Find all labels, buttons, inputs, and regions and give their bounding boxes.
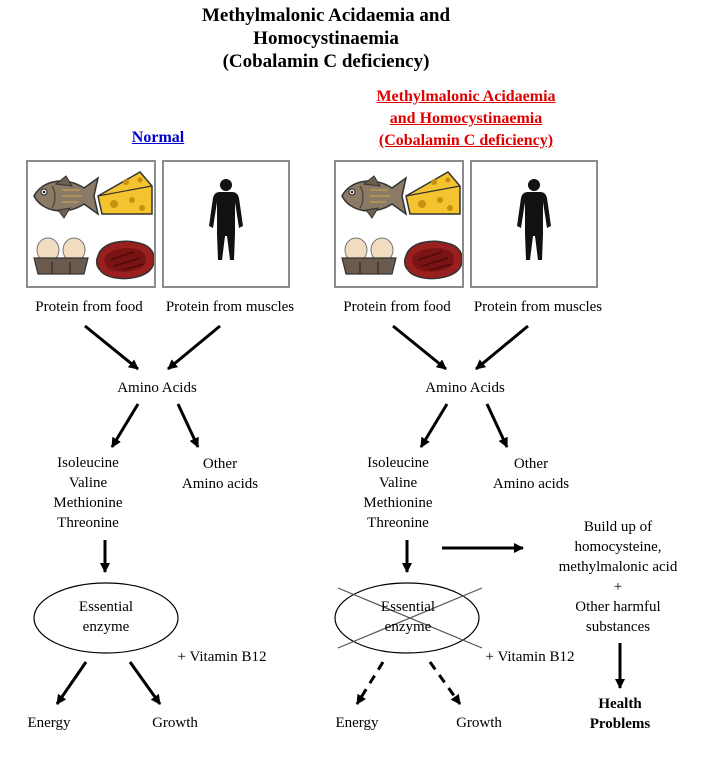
normal-food-image <box>26 160 156 288</box>
amino-threonine: Threonine <box>367 515 429 531</box>
other-amino-line1: Other <box>513 456 549 472</box>
deficient-food-image <box>334 160 464 288</box>
normal-enzyme-label: Essential enzyme <box>56 597 156 637</box>
buildup-label: Build up of homocysteine, methylmalonic … <box>540 517 696 637</box>
amino-threonine: Threonine <box>57 515 119 531</box>
amino-valine: Valine <box>378 475 418 491</box>
deficient-food-label: Protein from food <box>343 299 451 315</box>
arrow-amino-to-list-deficient <box>419 403 449 448</box>
arrow-food-to-amino-deficient <box>392 324 447 371</box>
normal-muscle-label: Protein from muscles <box>165 299 295 315</box>
health-problems-label: Health Problems <box>570 694 670 734</box>
main-title: Methylmalonic Acidaemia and Homocystinae… <box>0 4 652 73</box>
enzyme-line2: enzyme <box>384 619 432 635</box>
arrow-enzyme-to-growth-normal <box>128 661 162 705</box>
deficient-growth-label: Growth <box>456 715 502 731</box>
other-amino-line2: Amino acids <box>181 476 259 492</box>
normal-food-label: Protein from food <box>35 299 143 315</box>
normal-heading: Normal <box>131 129 185 146</box>
normal-growth-label: Growth <box>152 715 198 731</box>
amino-valine: Valine <box>68 475 108 491</box>
amino-isoleucine: Isoleucine <box>367 455 429 471</box>
deficient-heading-line2: and Homocystinaemia <box>389 110 543 127</box>
enzyme-cross-line-2 <box>337 587 483 649</box>
deficient-vitamin-label: + Vitamin B12 <box>485 649 575 665</box>
buildup-line2: homocysteine, <box>574 539 662 555</box>
deficient-energy-label: Energy <box>335 715 379 731</box>
buildup-line5: Other harmful <box>575 599 661 615</box>
other-amino-line2: Amino acids <box>492 476 570 492</box>
normal-amino-list: Isoleucine Valine Methionine Threonine <box>40 453 136 533</box>
deficient-enzyme-label: Essential enzyme <box>358 597 458 637</box>
normal-vitamin-label: + Vitamin B12 <box>177 649 267 665</box>
buildup-line1: Build up of <box>583 519 653 535</box>
arrow-amino-to-other-deficient <box>485 403 509 448</box>
amino-isoleucine: Isoleucine <box>57 455 119 471</box>
deficient-muscle-image <box>470 160 598 288</box>
health-line1: Health <box>598 696 642 712</box>
enzyme-line1: Essential <box>380 599 436 615</box>
arrow-amino-to-list-normal <box>110 403 140 448</box>
deficient-heading: Methylmalonic Acidaemia and Homocystinae… <box>330 86 602 152</box>
arrow-food-to-amino-normal <box>84 324 139 371</box>
main-title-line3: (Cobalamin C deficiency) <box>222 51 430 72</box>
enzyme-ellipse-normal <box>33 582 179 654</box>
deficient-amino-acids: Amino Acids <box>425 380 505 396</box>
arrow-amino-to-other-normal <box>176 403 200 448</box>
arrow-muscle-to-amino-normal <box>167 324 221 371</box>
normal-energy-label: Energy <box>27 715 71 731</box>
normal-other-amino: Other Amino acids <box>170 454 270 494</box>
normal-muscle-image <box>162 160 290 288</box>
normal-amino-acids: Amino Acids <box>117 380 197 396</box>
deficient-other-amino: Other Amino acids <box>481 454 581 494</box>
buildup-line3: methylmalonic acid <box>558 559 678 575</box>
health-line2: Problems <box>589 716 651 732</box>
deficient-muscle-label: Protein from muscles <box>473 299 603 315</box>
buildup-line6: substances <box>585 619 651 635</box>
enzyme-ellipse-deficient <box>334 582 480 654</box>
main-title-line1: Methylmalonic Acidaemia and <box>201 5 451 26</box>
deficient-heading-line3: (Cobalamin C deficiency) <box>378 132 554 149</box>
enzyme-line2: enzyme <box>82 619 130 635</box>
buildup-line4: + <box>613 579 623 595</box>
enzyme-line1: Essential <box>78 599 134 615</box>
dashed-arrow-enzyme-to-energy <box>355 661 385 705</box>
deficient-amino-list: Isoleucine Valine Methionine Threonine <box>350 453 446 533</box>
amino-methionine: Methionine <box>53 495 123 511</box>
main-title-line2: Homocystinaemia <box>253 28 399 49</box>
deficient-heading-line1: Methylmalonic Acidaemia <box>376 88 556 105</box>
other-amino-line1: Other <box>202 456 238 472</box>
amino-methionine: Methionine <box>363 495 433 511</box>
dashed-arrow-enzyme-to-growth <box>428 661 462 705</box>
arrow-muscle-to-amino-deficient <box>475 324 529 371</box>
arrow-enzyme-to-energy-normal <box>55 661 88 705</box>
